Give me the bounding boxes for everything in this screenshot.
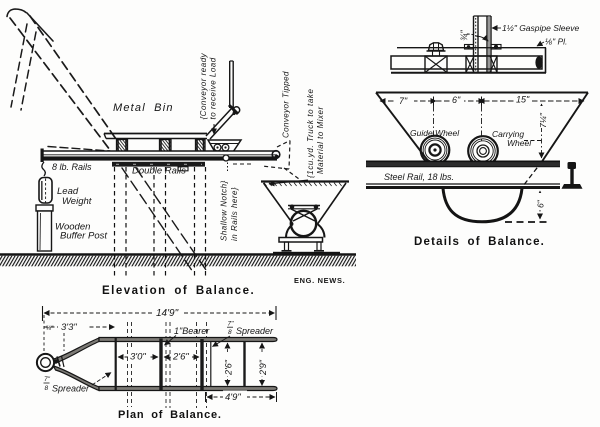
svg-text:⅝": ⅝" [46,326,54,332]
svg-text:15": 15" [516,95,530,105]
svg-text:1½" Gaspipe Sleeve: 1½" Gaspipe Sleeve [502,23,579,33]
svg-text:Double Rails: Double Rails [132,166,186,177]
svg-text:7": 7" [44,376,51,383]
svg-text:{Conveyor ready: {Conveyor ready [199,52,208,119]
svg-text:6": 6" [452,95,461,105]
svg-text:Wooden: Wooden [55,222,90,233]
svg-text:4'9": 4'9" [225,392,241,403]
svg-text:8 lb. Rails: 8 lb. Rails [52,162,92,172]
svg-text:Shallow Notch}: Shallow Notch} [220,180,229,241]
svg-text:Elevation of Balance.: Elevation of Balance. [102,285,255,297]
svg-text:14'9": 14'9" [156,308,179,319]
svg-text:in Rails here}: in Rails here} [230,187,239,241]
svg-text:3'3": 3'3" [61,322,77,333]
svg-text:¾": ¾" [459,29,469,41]
svg-text:Details of Balance.: Details of Balance. [414,236,545,248]
svg-text:Buffer Post: Buffer Post [60,231,107,242]
svg-text:2'6": 2'6" [224,359,234,376]
svg-text:Spreader: Spreader [236,326,274,336]
svg-text:Conveyor Tipped: Conveyor Tipped [282,71,291,138]
svg-text:ENG. NEWS.: ENG. NEWS. [294,276,345,285]
svg-text:2'6": 2'6" [172,352,189,363]
svg-text:Lead: Lead [57,186,79,197]
svg-text:Spreader: Spreader [52,384,90,394]
svg-text:Weight: Weight [62,196,92,207]
svg-text:6": 6" [536,199,546,208]
svg-text:Wheel: Wheel [507,138,532,148]
svg-text:7¼": 7¼" [538,112,548,128]
svg-text:Metal Bin: Metal Bin [113,102,174,114]
svg-text:Steel Rail, 18 lbs.: Steel Rail, 18 lbs. [384,172,454,182]
svg-text:7": 7" [228,321,235,328]
svg-text:7": 7" [399,96,408,106]
svg-text:Plan of Balance.: Plan of Balance. [118,409,222,421]
svg-text:{1cu.yd. Truck to take: {1cu.yd. Truck to take [306,88,315,178]
svg-text:Guide Wheel: Guide Wheel [410,128,460,138]
svg-text:3'0": 3'0" [130,352,146,363]
svg-text:8: 8 [228,329,232,336]
svg-text:to receive Load: to receive Load [209,57,218,119]
svg-text:2'9": 2'9" [258,359,268,376]
svg-text:Material to Mixer: Material to Mixer [316,106,325,174]
svg-text:1"Bearer: 1"Bearer [174,326,210,336]
svg-text:Carrying: Carrying [492,129,524,139]
svg-text:8: 8 [45,385,49,392]
svg-text:⅛" Pl.: ⅛" Pl. [545,37,567,47]
